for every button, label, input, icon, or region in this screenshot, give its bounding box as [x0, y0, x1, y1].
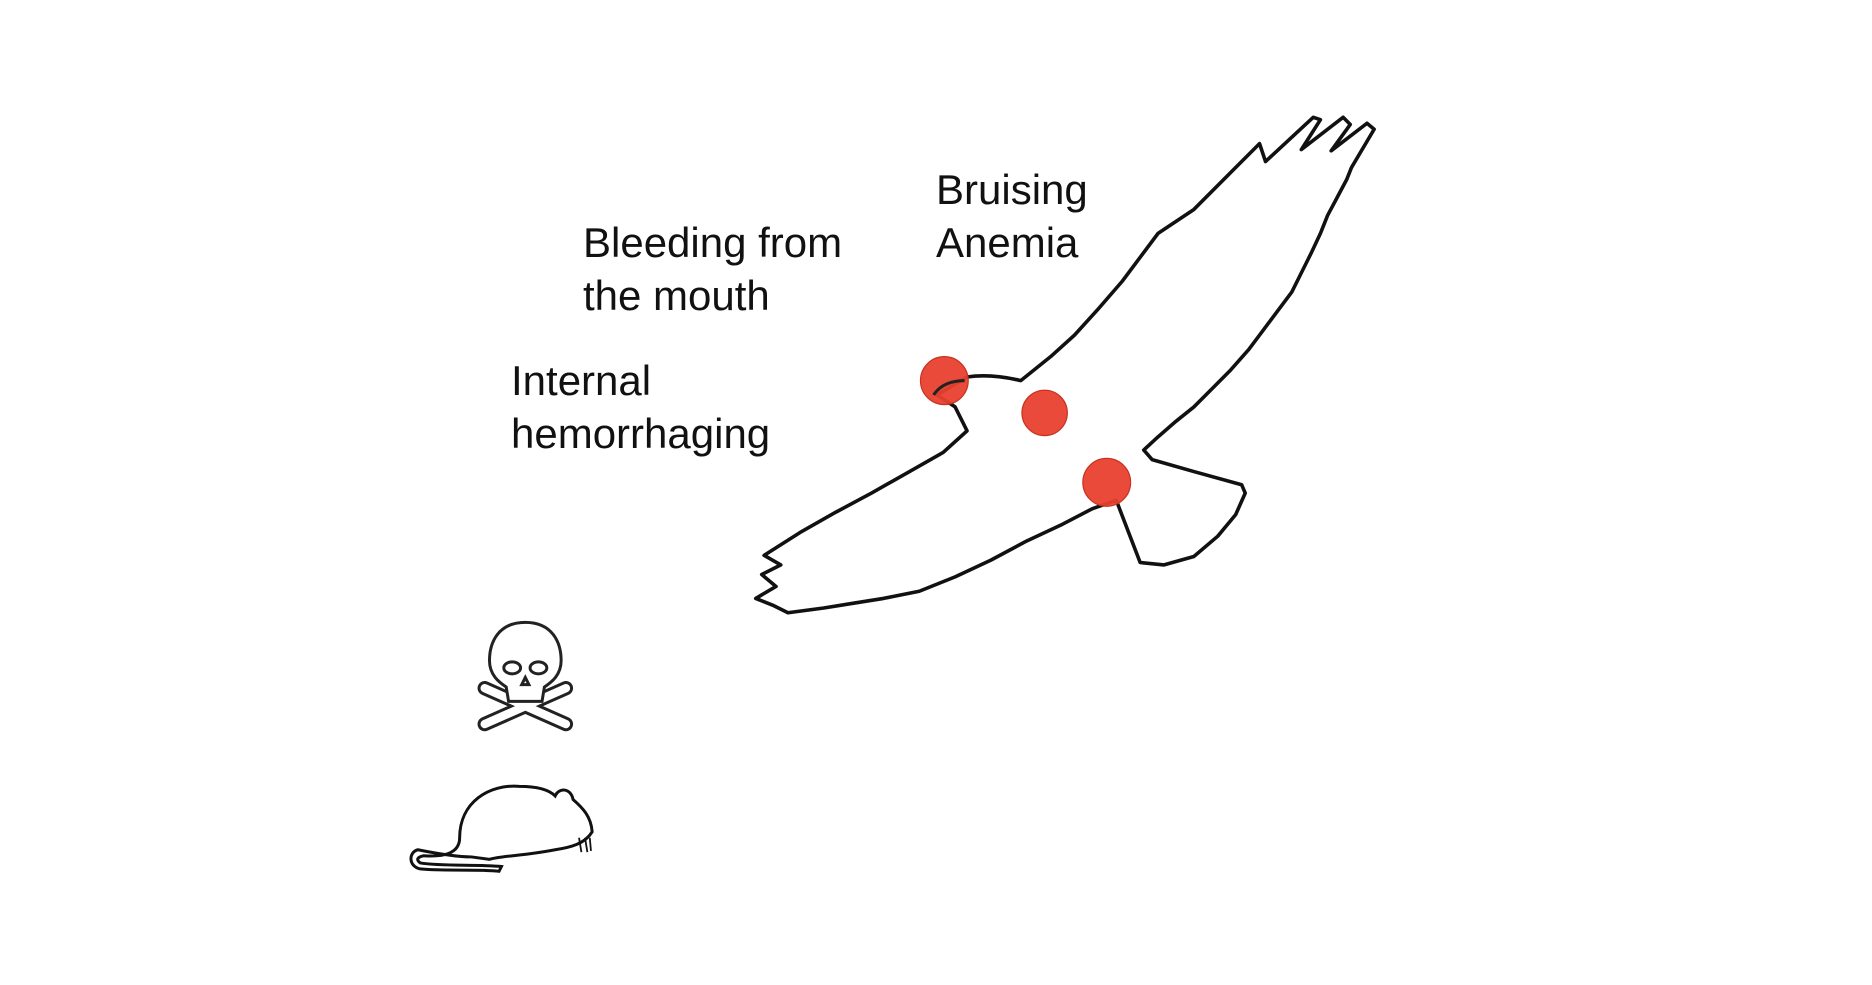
marker-mouth — [919, 356, 969, 406]
rodent-icon — [409, 784, 594, 873]
label-bleeding-line1: Bleeding from — [583, 219, 843, 266]
label-internal-hemorrhaging: Internal hemorrhaging — [511, 354, 770, 460]
skull-crossbones-icon — [477, 620, 574, 732]
label-bruising-anemia: Bruising Anemia — [936, 163, 1088, 269]
marker-body — [1021, 389, 1068, 437]
label-bleeding-mouth: Bleeding from the mouth — [583, 216, 842, 322]
marker-internal — [1082, 457, 1132, 507]
label-bruising: Bruising — [936, 166, 1088, 213]
label-internal-line2: hemorrhaging — [511, 410, 771, 457]
symptom-markers — [919, 356, 1132, 507]
label-anemia: Anemia — [936, 219, 1079, 266]
beak-line — [932, 379, 965, 396]
label-bleeding-line2: the mouth — [583, 272, 770, 319]
label-internal-line1: Internal — [511, 357, 652, 404]
bird-silhouette — [753, 115, 1376, 615]
